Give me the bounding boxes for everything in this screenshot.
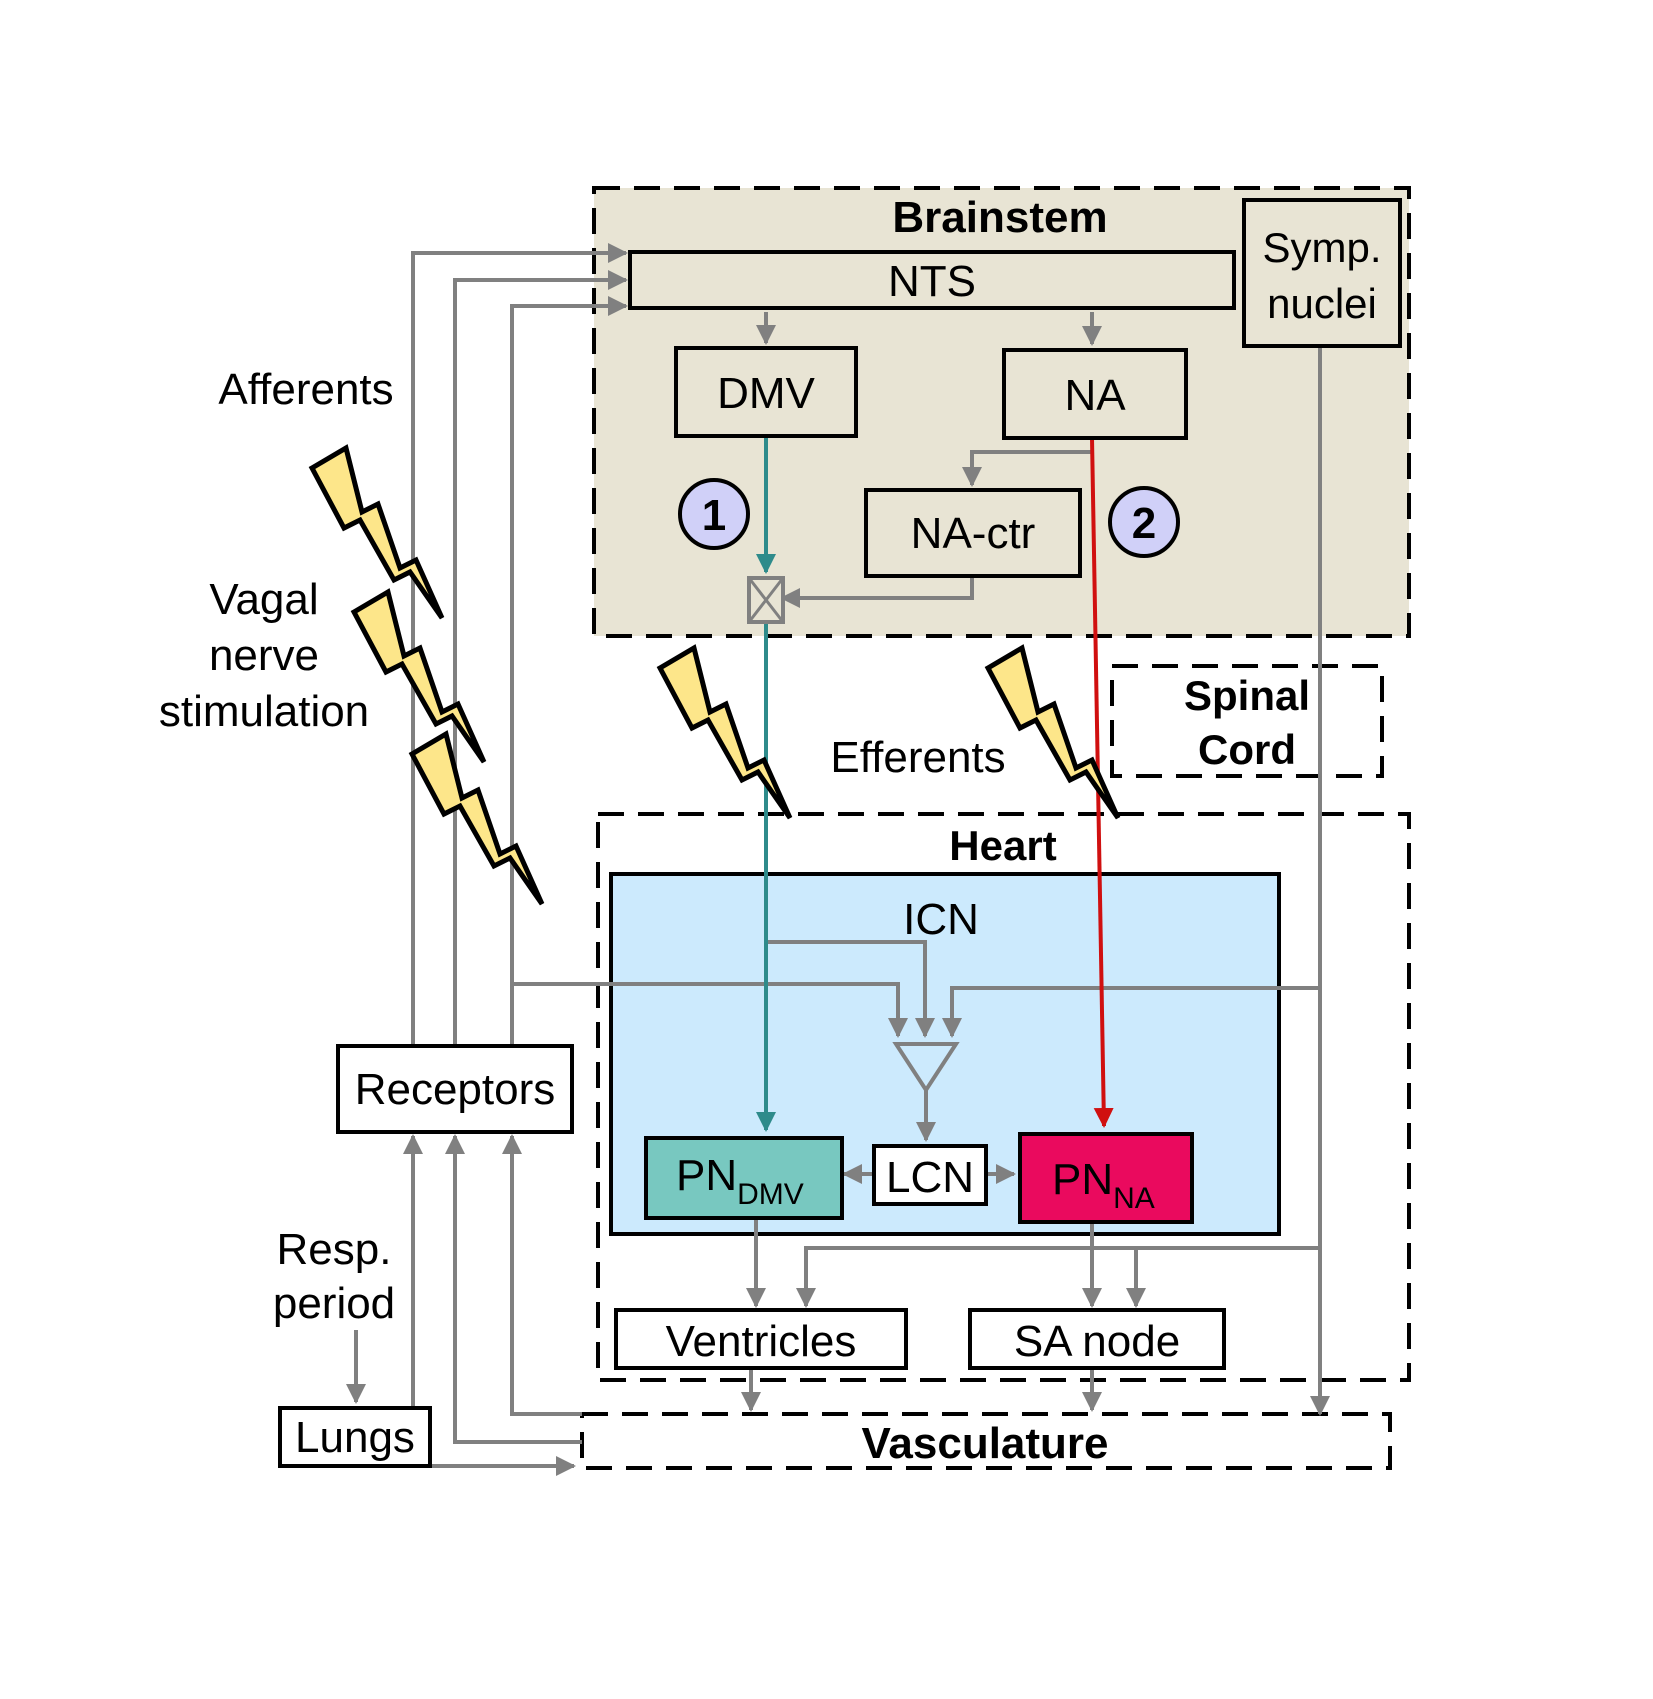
gray-connections	[346, 243, 1330, 1476]
badge-1-label: 1	[702, 491, 726, 540]
nts-box	[628, 250, 1236, 310]
ventricles-box	[614, 1308, 908, 1370]
vasculature-to-receptors-line-2	[445, 1134, 582, 1444]
vns-label-2: nerve	[209, 631, 319, 680]
sa-node-label: SA node	[1014, 1317, 1180, 1366]
gate-icon	[747, 576, 785, 624]
na-box	[1002, 348, 1188, 440]
heart-region	[596, 812, 1411, 1382]
pn-na-subscript: NA	[1113, 1182, 1155, 1215]
nts-label: NTS	[888, 257, 976, 306]
lungs-label: Lungs	[295, 1413, 415, 1462]
na-ctr-label: NA-ctr	[911, 509, 1036, 558]
pn-dmv-label: PNDMV	[676, 1151, 804, 1211]
symp-nuclei-label-2: nuclei	[1267, 280, 1377, 327]
pathway-badge-1: 1	[678, 478, 750, 550]
pathway-badge-2: 2	[1108, 486, 1180, 558]
na-ctr-box	[864, 488, 1082, 578]
nactr-to-gate-line	[780, 574, 974, 608]
heart-title: Heart	[949, 822, 1056, 869]
symp-to-icn-line	[942, 986, 1320, 1038]
pn-na-box	[1018, 1132, 1194, 1224]
lightning-bolt-icon	[660, 648, 790, 818]
afferent-line-1	[411, 243, 628, 1044]
sa-node-box	[968, 1308, 1226, 1370]
na-label: NA	[1064, 371, 1126, 420]
pn-dmv-box	[644, 1136, 844, 1220]
spinal-cord-title-1: Spinal	[1184, 672, 1310, 719]
symp-nuclei-label-1: Symp.	[1262, 224, 1381, 271]
afferent-line-3	[510, 296, 628, 1044]
vns-label-1: Vagal	[209, 575, 318, 624]
badge-2-label: 2	[1132, 499, 1156, 548]
pn-dmv-subscript: DMV	[737, 1178, 804, 1211]
lightning-bolt-icon	[354, 592, 484, 762]
lightning-bolt-icon	[412, 734, 542, 904]
ventricles-label: Ventricles	[666, 1317, 857, 1366]
spinal-cord-title-2: Cord	[1198, 726, 1296, 773]
vns-label-3: stimulation	[159, 687, 369, 736]
lungs-box	[278, 1406, 432, 1468]
na-to-nactr-line	[962, 450, 1092, 487]
dmv-to-icn-line	[766, 940, 935, 1038]
brainstem-title: Brainstem	[892, 193, 1107, 242]
pn-na-label: PNNA	[1052, 1155, 1155, 1215]
spinal-cord-region	[1110, 664, 1384, 778]
pn-na-main: PN	[1052, 1155, 1113, 1204]
efferents-label: Efferents	[830, 733, 1005, 782]
symp-nuclei-box	[1242, 198, 1402, 348]
resp-period-label-1: Resp.	[277, 1225, 392, 1274]
symp-to-ventricles-line	[796, 1246, 1320, 1308]
pn-dmv-main: PN	[676, 1151, 737, 1200]
receptors-label: Receptors	[355, 1065, 556, 1114]
lcn-label: LCN	[886, 1153, 974, 1202]
receptors-box	[336, 1044, 574, 1134]
vasculature-to-receptors-line-1	[502, 1134, 582, 1416]
icn-convergence-triangle	[892, 1042, 960, 1094]
dmv-label: DMV	[717, 369, 815, 418]
receptor-to-icn-line	[512, 982, 908, 1038]
resp-period-label-2: period	[273, 1279, 395, 1328]
icn-title: ICN	[903, 895, 979, 944]
afferents-label: Afferents	[218, 365, 393, 414]
lightning-bolt-icon	[312, 448, 442, 618]
lcn-box	[872, 1144, 988, 1206]
vasculature-title: Vasculature	[861, 1419, 1108, 1468]
dmv-box	[674, 346, 858, 438]
